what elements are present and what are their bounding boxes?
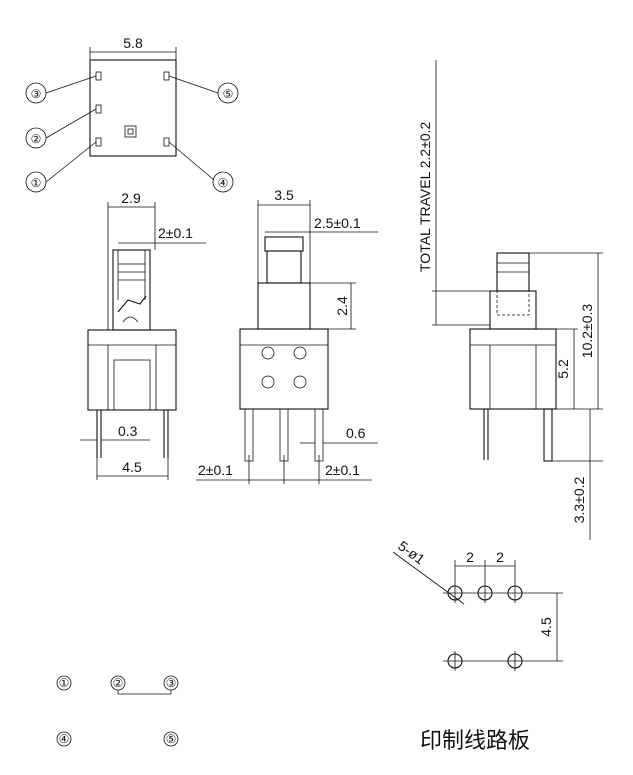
callout-5-circle: [217, 82, 239, 104]
callout-2-circle: [25, 127, 47, 149]
callout-1-circle: [25, 171, 47, 193]
side-view-c: TOTAL TRAVEL 2.2±0.2 5.2 10.2±0.3 3.3±0.…: [417, 60, 603, 540]
dim-0-3: 0.3: [118, 423, 138, 439]
dim-5-2: 5.2: [555, 359, 571, 379]
pad-4: [163, 137, 170, 147]
pad-2: [95, 104, 102, 114]
pad-5: [163, 71, 170, 81]
dim-2-9: 2.9: [121, 190, 141, 206]
pad-1: [95, 137, 102, 147]
dim-2-4: 2.4: [334, 296, 350, 316]
dim-2-5pm0-1: 2.5±0.1: [314, 215, 361, 231]
pcb-dim-4-5: 4.5: [538, 617, 554, 637]
dim-10-2pm0-3: 10.2±0.3: [579, 304, 595, 359]
pad-3: [95, 71, 102, 81]
side-view-b: 3.5 2.5±0.1 2.4 0.6 2±0.1 2±0.1: [196, 187, 378, 484]
top-view: 5.8 ③ ② ① ⑤ ④: [25, 35, 239, 193]
top-width-dim: 5.8: [123, 35, 143, 51]
callout-4-circle: [212, 171, 234, 193]
callout-1: ①: [31, 176, 42, 190]
callout-3: ③: [31, 87, 42, 101]
dim-2pm0-1-left: 2±0.1: [198, 462, 233, 478]
callout-5: ⑤: [223, 87, 234, 101]
pcb-dim-2-left: 2: [466, 549, 474, 565]
callout-2: ②: [31, 132, 42, 146]
dim-3-5: 3.5: [274, 187, 294, 203]
schem-pin-5: ⑤: [166, 732, 177, 746]
schem-link-2-3: [117, 690, 172, 695]
schem-pin-4: ④: [59, 732, 70, 746]
side-view-a: 2.9 2±0.1 0.3 4.5: [80, 190, 206, 480]
pcb-dim-2-right: 2: [496, 549, 504, 565]
schem-pin-1: ①: [59, 676, 70, 690]
pcb-layout: 2 2 4.5 5-ø1 印制线路板: [392, 537, 563, 753]
dim-0-6: 0.6: [346, 425, 366, 441]
callout-4: ④: [218, 176, 229, 190]
hole-label: 5-ø1: [395, 537, 428, 567]
total-travel-label: TOTAL TRAVEL 2.2±0.2: [417, 121, 433, 272]
dim-2pm0-1-right: 2±0.1: [325, 462, 360, 478]
dim-3-3pm0-2: 3.3±0.2: [571, 476, 587, 523]
schematic: ① ② ③ ④ ⑤: [56, 675, 179, 747]
pcb-title: 印制线路板: [420, 728, 530, 753]
top-view-body: [89, 59, 177, 157]
center-mark-outer: [124, 125, 137, 138]
center-mark-inner: [127, 128, 134, 135]
schem-pin-3: ③: [166, 676, 177, 690]
dim-4-5: 4.5: [122, 459, 142, 475]
callout-3-circle: [25, 82, 47, 104]
dim-2pm0-1-a: 2±0.1: [158, 225, 193, 241]
schem-pin-2: ②: [113, 676, 124, 690]
